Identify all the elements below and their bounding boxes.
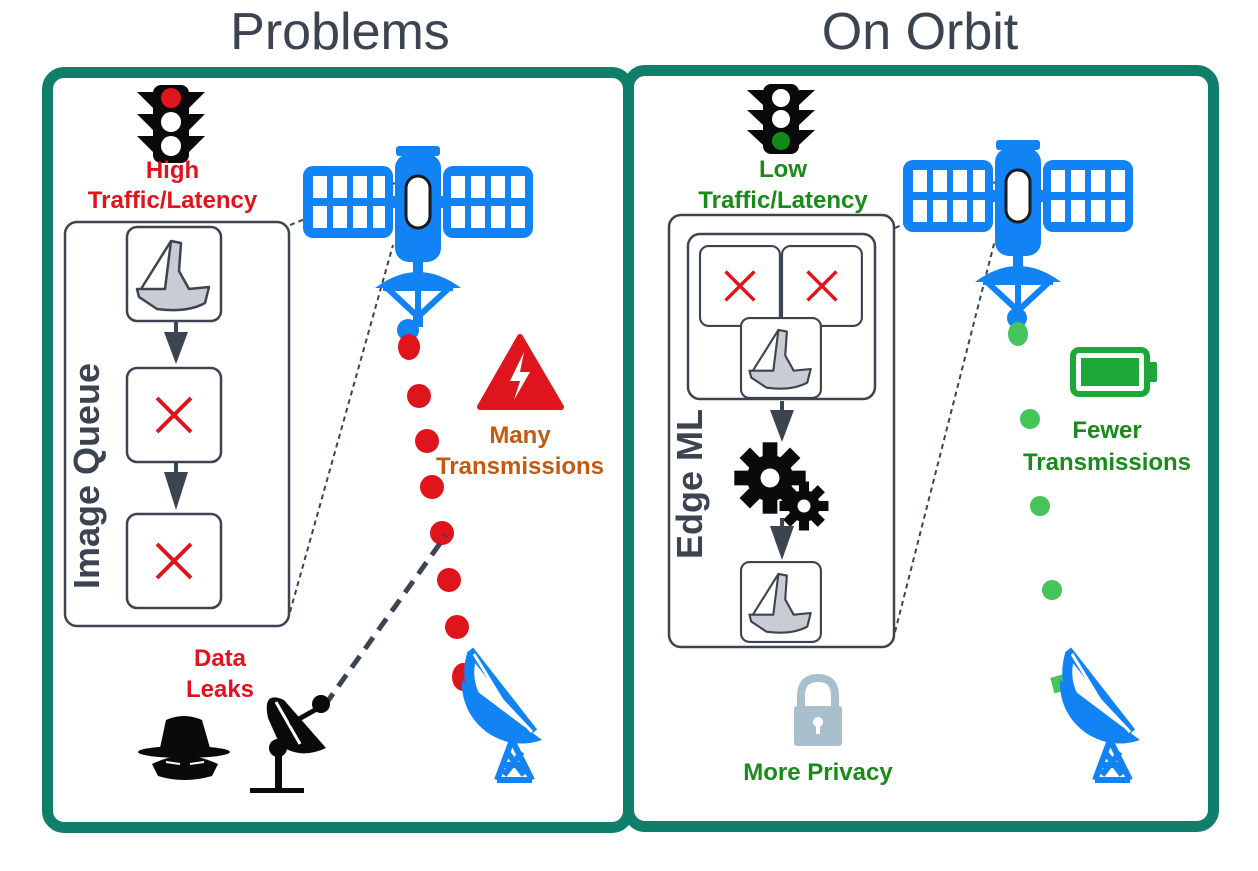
satellite-icon — [303, 146, 533, 327]
edge-result-boat-icon — [739, 560, 822, 643]
edge-rejected-image-icon — [698, 244, 782, 328]
hacker-spy-icon — [138, 716, 230, 780]
edge-ml-label: Edge ML — [669, 409, 710, 559]
low-traffic-label-line2: Traffic/Latency — [698, 187, 868, 214]
edge-ml-box — [667, 213, 896, 649]
lock-icon — [794, 673, 842, 746]
high-traffic-label-line2: Traffic/Latency — [87, 187, 258, 214]
fewer-transmissions-dots — [1007, 308, 1074, 694]
eavesdropper-antenna-icon — [250, 695, 330, 793]
high-traffic-label-line1: High — [145, 157, 200, 184]
queue-arrow-down-icon — [164, 332, 188, 364]
fewer-transmissions-label-line2: Transmissions — [1022, 449, 1192, 476]
image-queue-box — [63, 220, 291, 628]
data-leaks-label-line1: Data — [193, 645, 247, 672]
queue-rejected-image-icon — [125, 366, 223, 464]
ground-station-dish-icon — [1060, 650, 1140, 780]
queue-arrow-down-icon — [164, 472, 188, 510]
edge-arrow-down-icon — [770, 410, 794, 442]
many-transmissions-dots — [397, 319, 474, 691]
fewer-transmissions-label-line1: Fewer — [1072, 417, 1142, 444]
traffic-light-green-icon — [747, 84, 815, 154]
edge-rejected-image-icon — [780, 244, 864, 328]
satellite-icon — [903, 140, 1133, 321]
image-queue-label: Image Queue — [66, 362, 107, 589]
low-traffic-label-line1: Low — [759, 156, 807, 183]
warning-lightning-icon — [477, 334, 564, 410]
queue-rejected-image-icon — [125, 512, 223, 610]
battery-full-icon — [1070, 347, 1157, 397]
more-privacy-label: More Privacy — [743, 759, 893, 786]
edge-arrow-down-icon — [770, 526, 794, 560]
data-leaks-label-line2: Leaks — [185, 676, 255, 703]
filtered-images-group — [686, 232, 877, 401]
gears-icon — [734, 442, 829, 531]
many-transmissions-label-line2: Transmissions — [435, 453, 605, 480]
problems-title: Problems — [230, 3, 450, 61]
traffic-light-red-icon — [137, 85, 205, 163]
many-transmissions-label-line1: Many — [489, 422, 551, 449]
queue-boat-image-icon — [125, 225, 223, 323]
edge-boat-image-icon — [739, 316, 822, 399]
on-orbit-title: On Orbit — [821, 3, 1019, 61]
ground-station-dish-icon — [462, 650, 542, 780]
